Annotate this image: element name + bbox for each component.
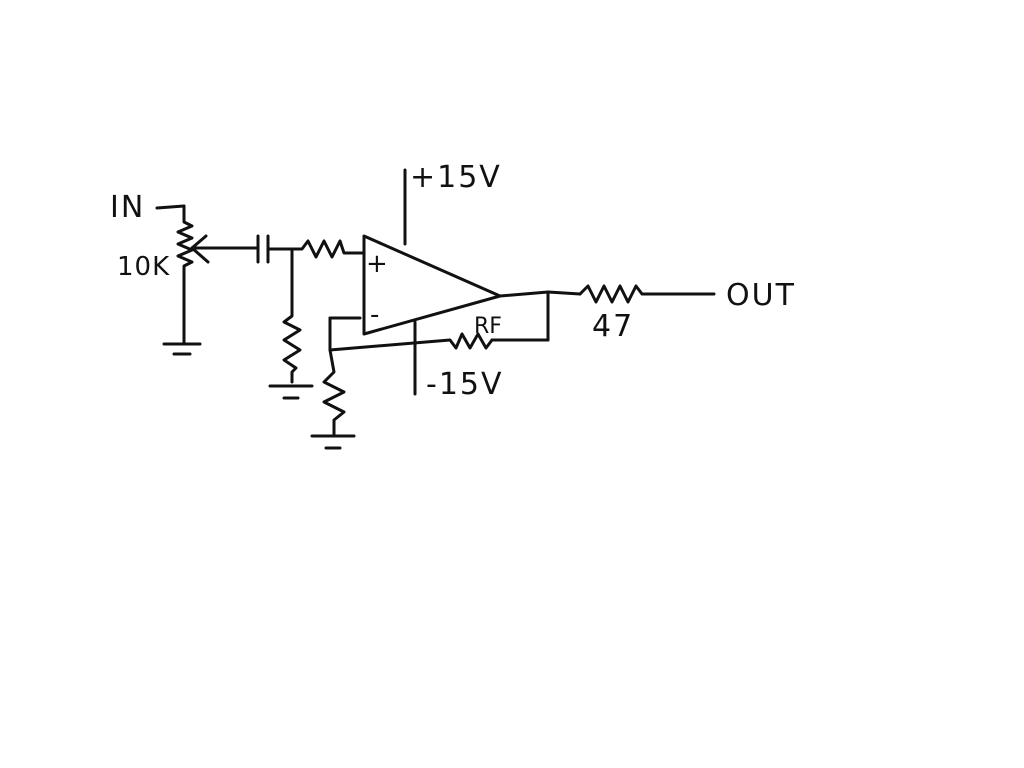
input-label: IN [110, 190, 145, 225]
pot-value-label: 10K [117, 252, 170, 282]
feedback-resistor-label: RF [474, 314, 502, 339]
inverting-input-label: - [370, 300, 380, 330]
op-amp [362, 234, 502, 336]
noninverting-input-label: + [366, 249, 389, 279]
ground-resistor [310, 348, 356, 450]
pot-wiper-arrow [190, 234, 258, 264]
output-resistor-label: 47 [592, 309, 634, 344]
bias-resistor [268, 247, 314, 400]
input-resistor [290, 239, 364, 259]
input-potentiometer [155, 204, 202, 356]
output-label: OUT [726, 278, 796, 313]
feedback-network [328, 290, 550, 352]
negative-supply-label: -15V [426, 367, 504, 402]
output-line [498, 290, 582, 298]
coupling-capacitor [256, 234, 294, 264]
output-resistor [578, 284, 716, 304]
positive-supply-label: +15V [410, 160, 502, 195]
